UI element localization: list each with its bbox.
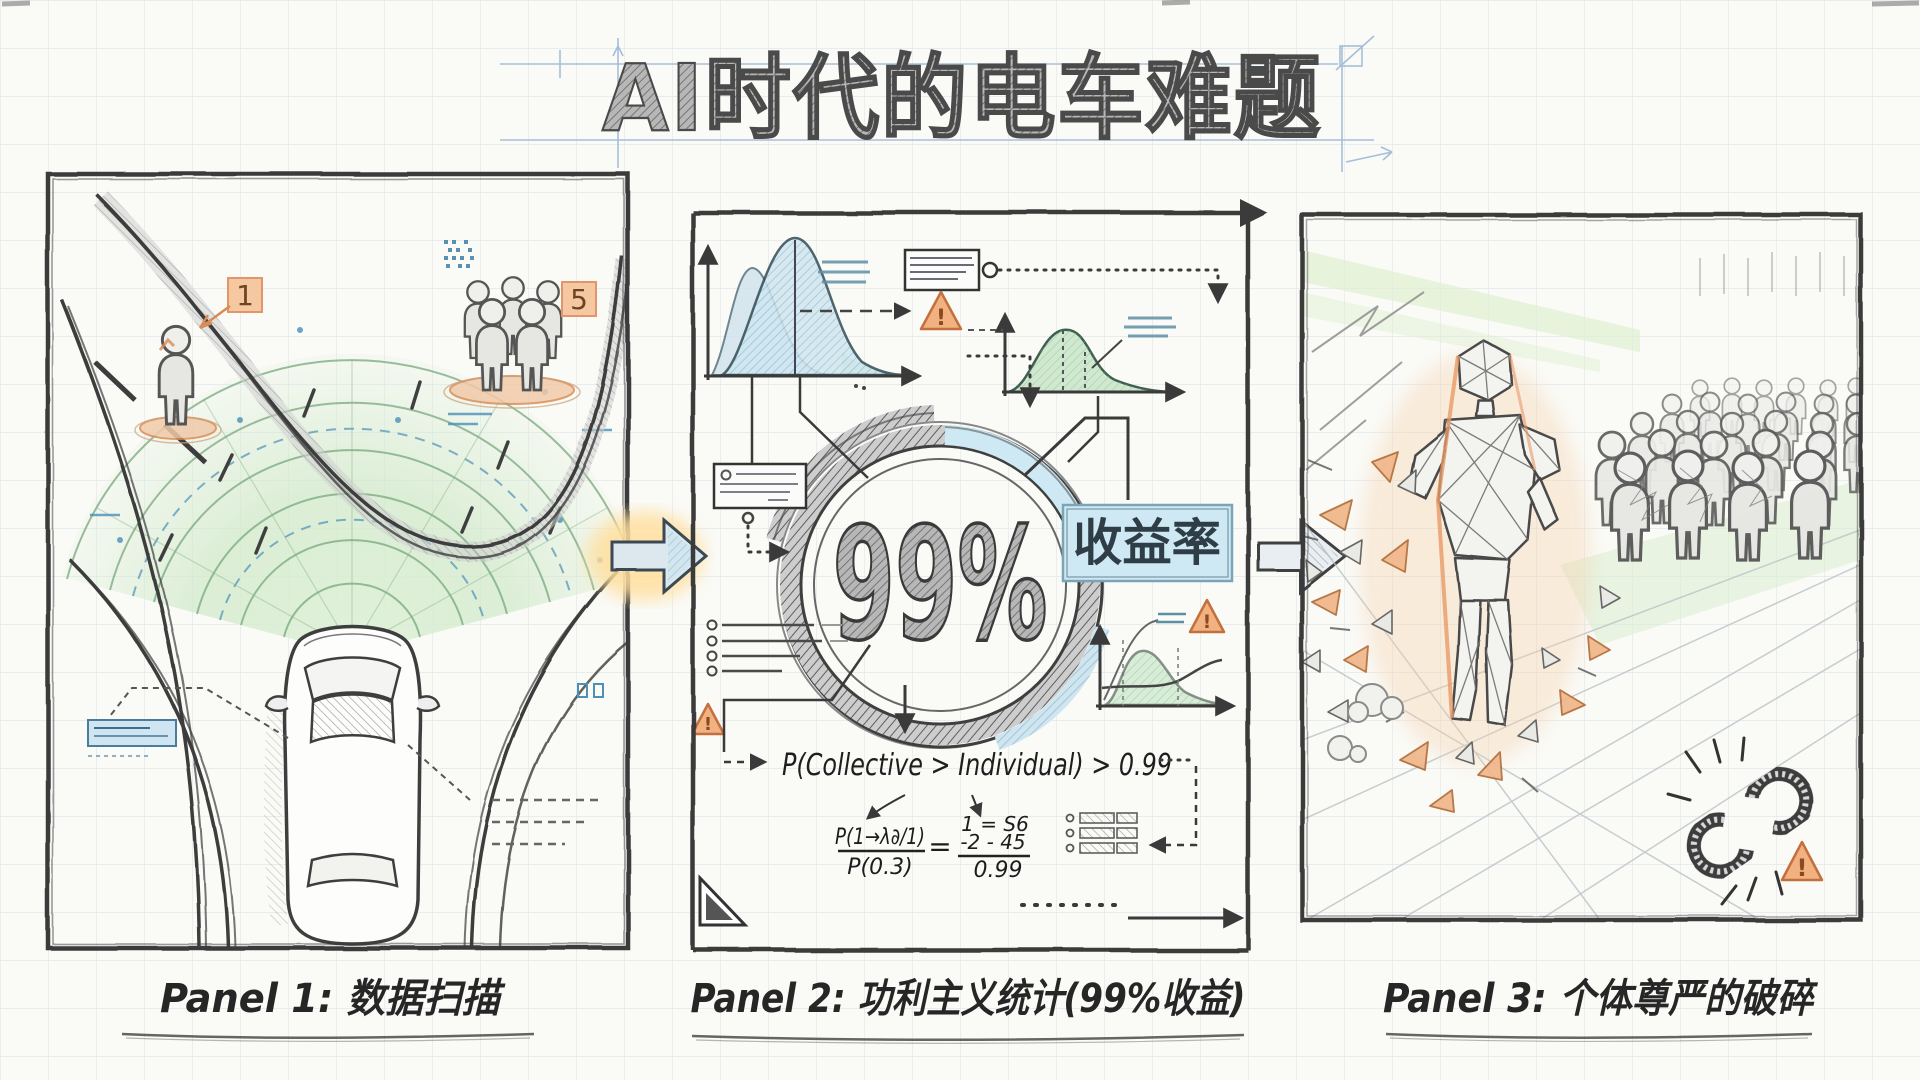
progress-bars bbox=[1065, 812, 1138, 854]
legend-lines-right bbox=[1124, 316, 1176, 338]
panel3-border bbox=[1299, 212, 1864, 923]
windshield bbox=[303, 656, 402, 702]
fraction-result-mid: -2 - 45 bbox=[960, 830, 1025, 854]
count-badge-five bbox=[561, 281, 597, 317]
rear-window bbox=[306, 852, 399, 888]
panel1-caption: Panel 1: 数据扫描 bbox=[160, 976, 506, 1022]
benefit-rate-badge: 收益率 bbox=[1023, 416, 1234, 583]
corner-triangle bbox=[698, 874, 749, 927]
distribution-chart-right bbox=[966, 311, 1187, 463]
figure-mesh bbox=[1407, 339, 1561, 726]
warning-icon-left: ! bbox=[695, 702, 726, 736]
right-mirror bbox=[416, 695, 441, 712]
single-count-label: 1 bbox=[236, 279, 254, 312]
drafting-guides bbox=[500, 35, 1393, 172]
sketch-route-lines bbox=[1305, 291, 1425, 471]
probability-formula-block: P(Collective > Individual) > 0.99 bbox=[722, 644, 1198, 854]
dashed-note-list bbox=[492, 798, 600, 846]
car-top-view bbox=[263, 624, 441, 946]
legend-lines-left bbox=[818, 260, 870, 284]
panel2-caption: Panel 2: 功利主义统计(99%收益) bbox=[691, 976, 1246, 1022]
mesh-overlay bbox=[1617, 467, 1773, 523]
warning-glyph: ! bbox=[1203, 611, 1212, 633]
count-badge-one bbox=[227, 277, 263, 313]
fraction-equals: = bbox=[928, 830, 951, 863]
benefit-rate-label: 收益率 bbox=[1073, 514, 1221, 572]
pedestrian-group-of-five: 5 bbox=[443, 276, 597, 409]
panel2-scene: ! bbox=[695, 236, 1245, 929]
mini-chart-bottom: ! bbox=[1089, 598, 1237, 717]
title-block: AI时代的电车难题 bbox=[500, 35, 1393, 172]
percent-value: 99% bbox=[833, 494, 1048, 675]
crowd-of-figures bbox=[1594, 252, 1861, 562]
fork-road bbox=[60, 190, 628, 948]
car-annotations bbox=[109, 687, 471, 801]
group-count-label: 5 bbox=[570, 283, 588, 316]
left-mirror bbox=[264, 695, 289, 712]
perspective-beams bbox=[1302, 250, 1860, 645]
bullet-list bbox=[706, 619, 848, 677]
badge-arrow bbox=[198, 304, 231, 330]
warning-glyph: ! bbox=[1797, 854, 1808, 882]
warning-icon-chain bbox=[1780, 840, 1824, 882]
distribution-chart-left bbox=[697, 236, 923, 390]
mini-card-left bbox=[712, 377, 869, 563]
warning-glyph: ! bbox=[704, 714, 712, 735]
bottom-dotted-arrow bbox=[1020, 903, 1245, 929]
edge-specks bbox=[1, 0, 1920, 7]
bracket-marks bbox=[577, 683, 604, 698]
data-pixel-cluster bbox=[444, 240, 474, 268]
fraction-numerator: P(1→λ∂/1) bbox=[835, 825, 925, 850]
captions: Panel 1: 数据扫描 Panel 2: 功利主义统计(99%收益) Pan… bbox=[121, 976, 1818, 1044]
fraction-result-bottom: 0.99 bbox=[974, 858, 1023, 883]
probability-formula: P(Collective > Individual) > 0.99 bbox=[782, 748, 1172, 783]
fraction-formula: P(1→λ∂/1) P(0.3) = 1 = S6 -2 - 45 0.99 bbox=[835, 812, 1030, 883]
panel1-scene: 1 5 bbox=[60, 190, 628, 948]
single-pedestrian-group: 1 bbox=[134, 277, 263, 444]
panel2-border bbox=[690, 199, 1268, 953]
warning-glyph: ! bbox=[936, 306, 946, 331]
transition-arrow-1 bbox=[587, 512, 709, 600]
page-title: AI时代的电车难题 bbox=[602, 45, 1322, 152]
shattering-figure bbox=[1360, 338, 1590, 765]
scan-tick-marks bbox=[158, 380, 562, 562]
panel3-caption: Panel 3: 个体尊严的破碎 bbox=[1383, 976, 1818, 1022]
warning-icon-top: ! bbox=[800, 290, 963, 331]
broken-chain-icon: ! bbox=[1666, 736, 1824, 906]
impact-sparks bbox=[1666, 736, 1784, 906]
fraction-denominator: P(0.3) bbox=[847, 855, 912, 880]
debris-shards bbox=[1302, 451, 1621, 813]
document-card-top bbox=[903, 248, 1229, 305]
info-chip bbox=[87, 719, 177, 757]
fraction-result-top: 1 = S6 bbox=[961, 812, 1029, 836]
smoke-puffs bbox=[1327, 683, 1404, 763]
panel3-scene: ! bbox=[1302, 250, 1861, 920]
car-roof bbox=[309, 693, 396, 744]
